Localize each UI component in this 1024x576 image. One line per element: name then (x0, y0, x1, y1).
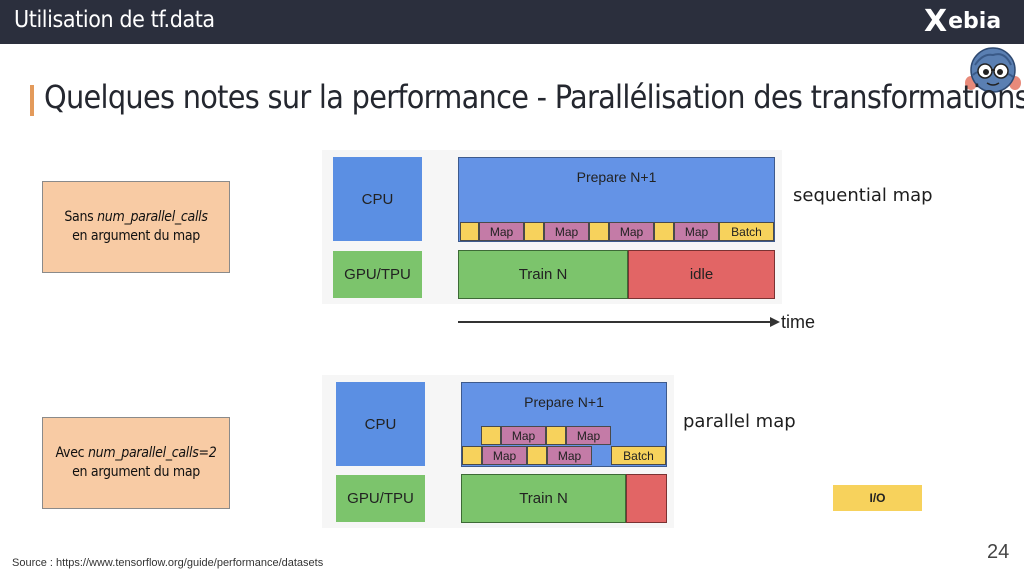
page-heading: Quelques notes sur la performance - Para… (44, 78, 1024, 116)
note-line-2: en argument du map (72, 464, 200, 480)
time-axis-label: time (781, 312, 816, 332)
source-link[interactable]: Source : https://www.tensorflow.org/guid… (12, 557, 324, 569)
io-segment (546, 426, 566, 445)
note-code: num_parallel_calls (97, 209, 208, 225)
sequential-map-label: sequential map (793, 185, 933, 206)
io-segment (460, 222, 479, 241)
map-segment: Map (501, 426, 546, 445)
idle-block: idle (628, 250, 775, 299)
idle-block (626, 474, 667, 523)
map-segment: Map (609, 222, 654, 241)
note-line-2: en argument du map (72, 228, 200, 244)
time-axis-line (458, 321, 772, 323)
gpu-label-block: GPU/TPU (336, 475, 425, 522)
mascot-icon (965, 47, 1021, 93)
note-line-1: Avec num_parallel_calls=2 (55, 445, 217, 461)
map-segment: Map (544, 222, 589, 241)
map-segment: Map (479, 222, 524, 241)
io-segment (462, 446, 482, 465)
page-number: 24 (987, 541, 1010, 563)
parallel-map-label: parallel map (683, 411, 796, 432)
map-segment: Map (482, 446, 527, 465)
io-legend: I/O (833, 485, 922, 511)
train-block: Train N (461, 474, 626, 523)
logo-wordmark: ebia (948, 9, 1002, 34)
map-segment: Map (674, 222, 719, 241)
io-segment (589, 222, 609, 241)
batch-segment: Batch (719, 222, 774, 241)
cpu-label-block: CPU (336, 382, 425, 466)
io-segment (527, 446, 547, 465)
io-segment (481, 426, 501, 445)
map-segment: Map (547, 446, 592, 465)
io-segment (654, 222, 674, 241)
note-parallel: Avec num_parallel_calls=2 en argument du… (42, 417, 230, 509)
cpu-label-block: CPU (333, 157, 422, 241)
section-title: Utilisation de tf.data (14, 7, 215, 33)
train-block: Train N (458, 250, 628, 299)
heading-accent-bar (30, 85, 34, 116)
io-segment (524, 222, 544, 241)
gpu-label-block: GPU/TPU (333, 251, 422, 298)
note-code: num_parallel_calls=2 (87, 445, 217, 461)
map-segment: Map (566, 426, 611, 445)
batch-segment: Batch (611, 446, 666, 465)
time-arrow-icon (770, 317, 780, 327)
note-sequential: Sans num_parallel_calls en argument du m… (42, 181, 230, 273)
note-line-1: Sans num_parallel_calls (64, 209, 208, 225)
logo-x-mark: X (924, 4, 948, 39)
